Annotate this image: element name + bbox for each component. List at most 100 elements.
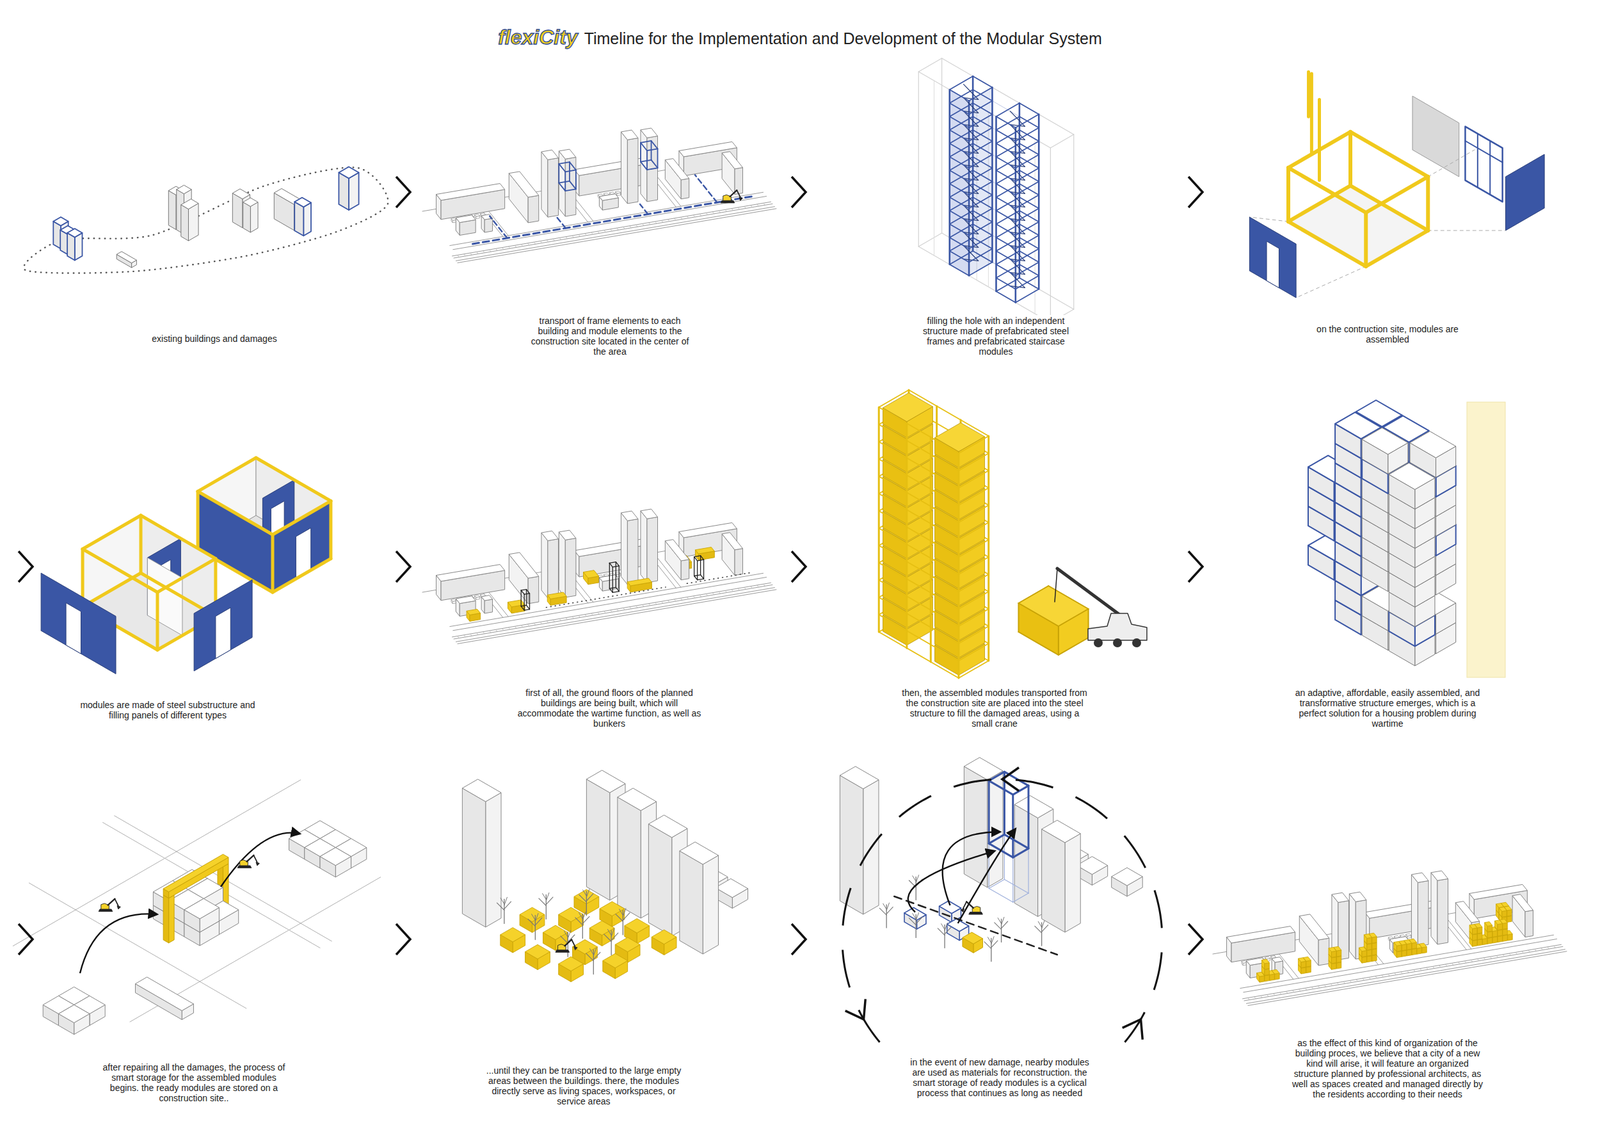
caption-slot: first of all, the ground floors of the p… bbox=[513, 686, 706, 729]
block-top bbox=[904, 907, 927, 921]
frame-edge bbox=[1018, 602, 1058, 626]
building-block bbox=[620, 510, 639, 585]
block-side bbox=[1367, 955, 1372, 962]
frame-edge bbox=[569, 161, 576, 170]
frame-edge bbox=[82, 515, 141, 550]
rail-tie bbox=[1343, 981, 1345, 984]
block-side bbox=[680, 559, 689, 580]
rail-tie bbox=[489, 630, 491, 633]
building-block bbox=[1512, 894, 1533, 937]
rail-tie bbox=[680, 216, 682, 219]
tree bbox=[1034, 920, 1049, 946]
site-outline bbox=[23, 167, 388, 273]
rail-tie bbox=[1426, 967, 1428, 969]
block-side bbox=[484, 218, 493, 233]
building-block bbox=[294, 197, 312, 236]
tree-branch bbox=[579, 894, 587, 902]
building-block bbox=[455, 215, 476, 236]
block-top bbox=[962, 931, 984, 944]
excavator bbox=[960, 901, 983, 914]
block-top bbox=[500, 927, 526, 942]
rail-tie bbox=[705, 212, 708, 215]
frame-edge bbox=[558, 163, 566, 172]
frame-edge bbox=[558, 161, 570, 164]
frame-edge bbox=[640, 142, 642, 162]
block-side bbox=[168, 894, 175, 943]
tree-branch bbox=[542, 893, 547, 900]
step-chevron bbox=[396, 176, 411, 208]
machine-track bbox=[98, 908, 113, 912]
frame-edge bbox=[612, 591, 619, 593]
block-side bbox=[1306, 960, 1311, 967]
rail-tie bbox=[565, 236, 568, 239]
rail-tie bbox=[470, 252, 472, 255]
machine-bucket bbox=[574, 945, 578, 950]
step-chevron bbox=[1188, 551, 1203, 582]
building-block bbox=[116, 251, 137, 268]
frame-edge bbox=[1011, 794, 1014, 857]
frame-edge bbox=[696, 560, 698, 580]
floor-beam bbox=[958, 574, 989, 592]
module-cube bbox=[1498, 906, 1507, 918]
rail-tie bbox=[1464, 960, 1466, 963]
frame-edge bbox=[1048, 585, 1088, 609]
window-mullion bbox=[1464, 140, 1503, 163]
rail-tie bbox=[1286, 990, 1288, 993]
block-top bbox=[1349, 891, 1367, 902]
building-block bbox=[640, 128, 658, 202]
rail-tie bbox=[1362, 977, 1364, 980]
rail-tie bbox=[693, 215, 695, 217]
building-block bbox=[1076, 856, 1108, 886]
frame-edge bbox=[651, 140, 658, 149]
panel-existing-buildings bbox=[23, 167, 388, 274]
tree-branch bbox=[579, 912, 584, 920]
block-top bbox=[1014, 795, 1054, 818]
ground-floor-module bbox=[507, 599, 525, 614]
block-top bbox=[599, 901, 625, 916]
wall-panel bbox=[272, 501, 331, 593]
floor-beam bbox=[878, 562, 959, 609]
rail-tie bbox=[597, 231, 600, 233]
caption-slot: existing buildings and damages bbox=[118, 332, 311, 345]
module bbox=[519, 906, 545, 932]
block-top bbox=[474, 213, 480, 217]
block-side bbox=[181, 204, 189, 241]
rail-tie bbox=[520, 244, 523, 247]
block-side bbox=[1472, 927, 1478, 934]
block-side bbox=[1318, 937, 1330, 966]
block-side bbox=[1507, 915, 1512, 922]
rail-tie bbox=[1515, 951, 1517, 954]
rail-tie bbox=[1292, 990, 1295, 992]
module bbox=[525, 944, 551, 969]
rail-tie bbox=[737, 207, 740, 210]
block-top bbox=[715, 878, 749, 897]
rail-tie bbox=[731, 589, 733, 592]
block-side bbox=[1264, 962, 1270, 969]
rail-tie bbox=[1388, 973, 1390, 976]
block-side bbox=[1355, 899, 1367, 959]
rail-tie bbox=[648, 222, 651, 225]
floor-beam bbox=[878, 458, 959, 505]
frame-edge bbox=[703, 559, 704, 579]
rail-tie bbox=[763, 202, 765, 205]
car bbox=[474, 594, 480, 600]
frame-edge bbox=[1288, 221, 1366, 267]
step-chevron bbox=[791, 551, 806, 582]
frame-edge bbox=[700, 555, 701, 575]
rail-tie bbox=[591, 232, 593, 235]
module bbox=[542, 924, 568, 950]
rail-tie bbox=[1298, 988, 1300, 991]
block-top bbox=[1358, 946, 1367, 952]
block-top bbox=[1496, 903, 1504, 908]
block-side bbox=[1301, 960, 1306, 968]
block-top bbox=[243, 197, 258, 207]
rail-tie bbox=[457, 254, 459, 257]
frame-edge bbox=[988, 833, 1005, 843]
block-side bbox=[1401, 944, 1407, 951]
frame-edge bbox=[1017, 602, 1019, 632]
block-top bbox=[679, 841, 719, 864]
frame-edge bbox=[615, 586, 619, 591]
step-caption: then, the assembled modules transported … bbox=[898, 686, 1091, 729]
rail-tie bbox=[667, 600, 669, 603]
building-block bbox=[1349, 891, 1367, 959]
